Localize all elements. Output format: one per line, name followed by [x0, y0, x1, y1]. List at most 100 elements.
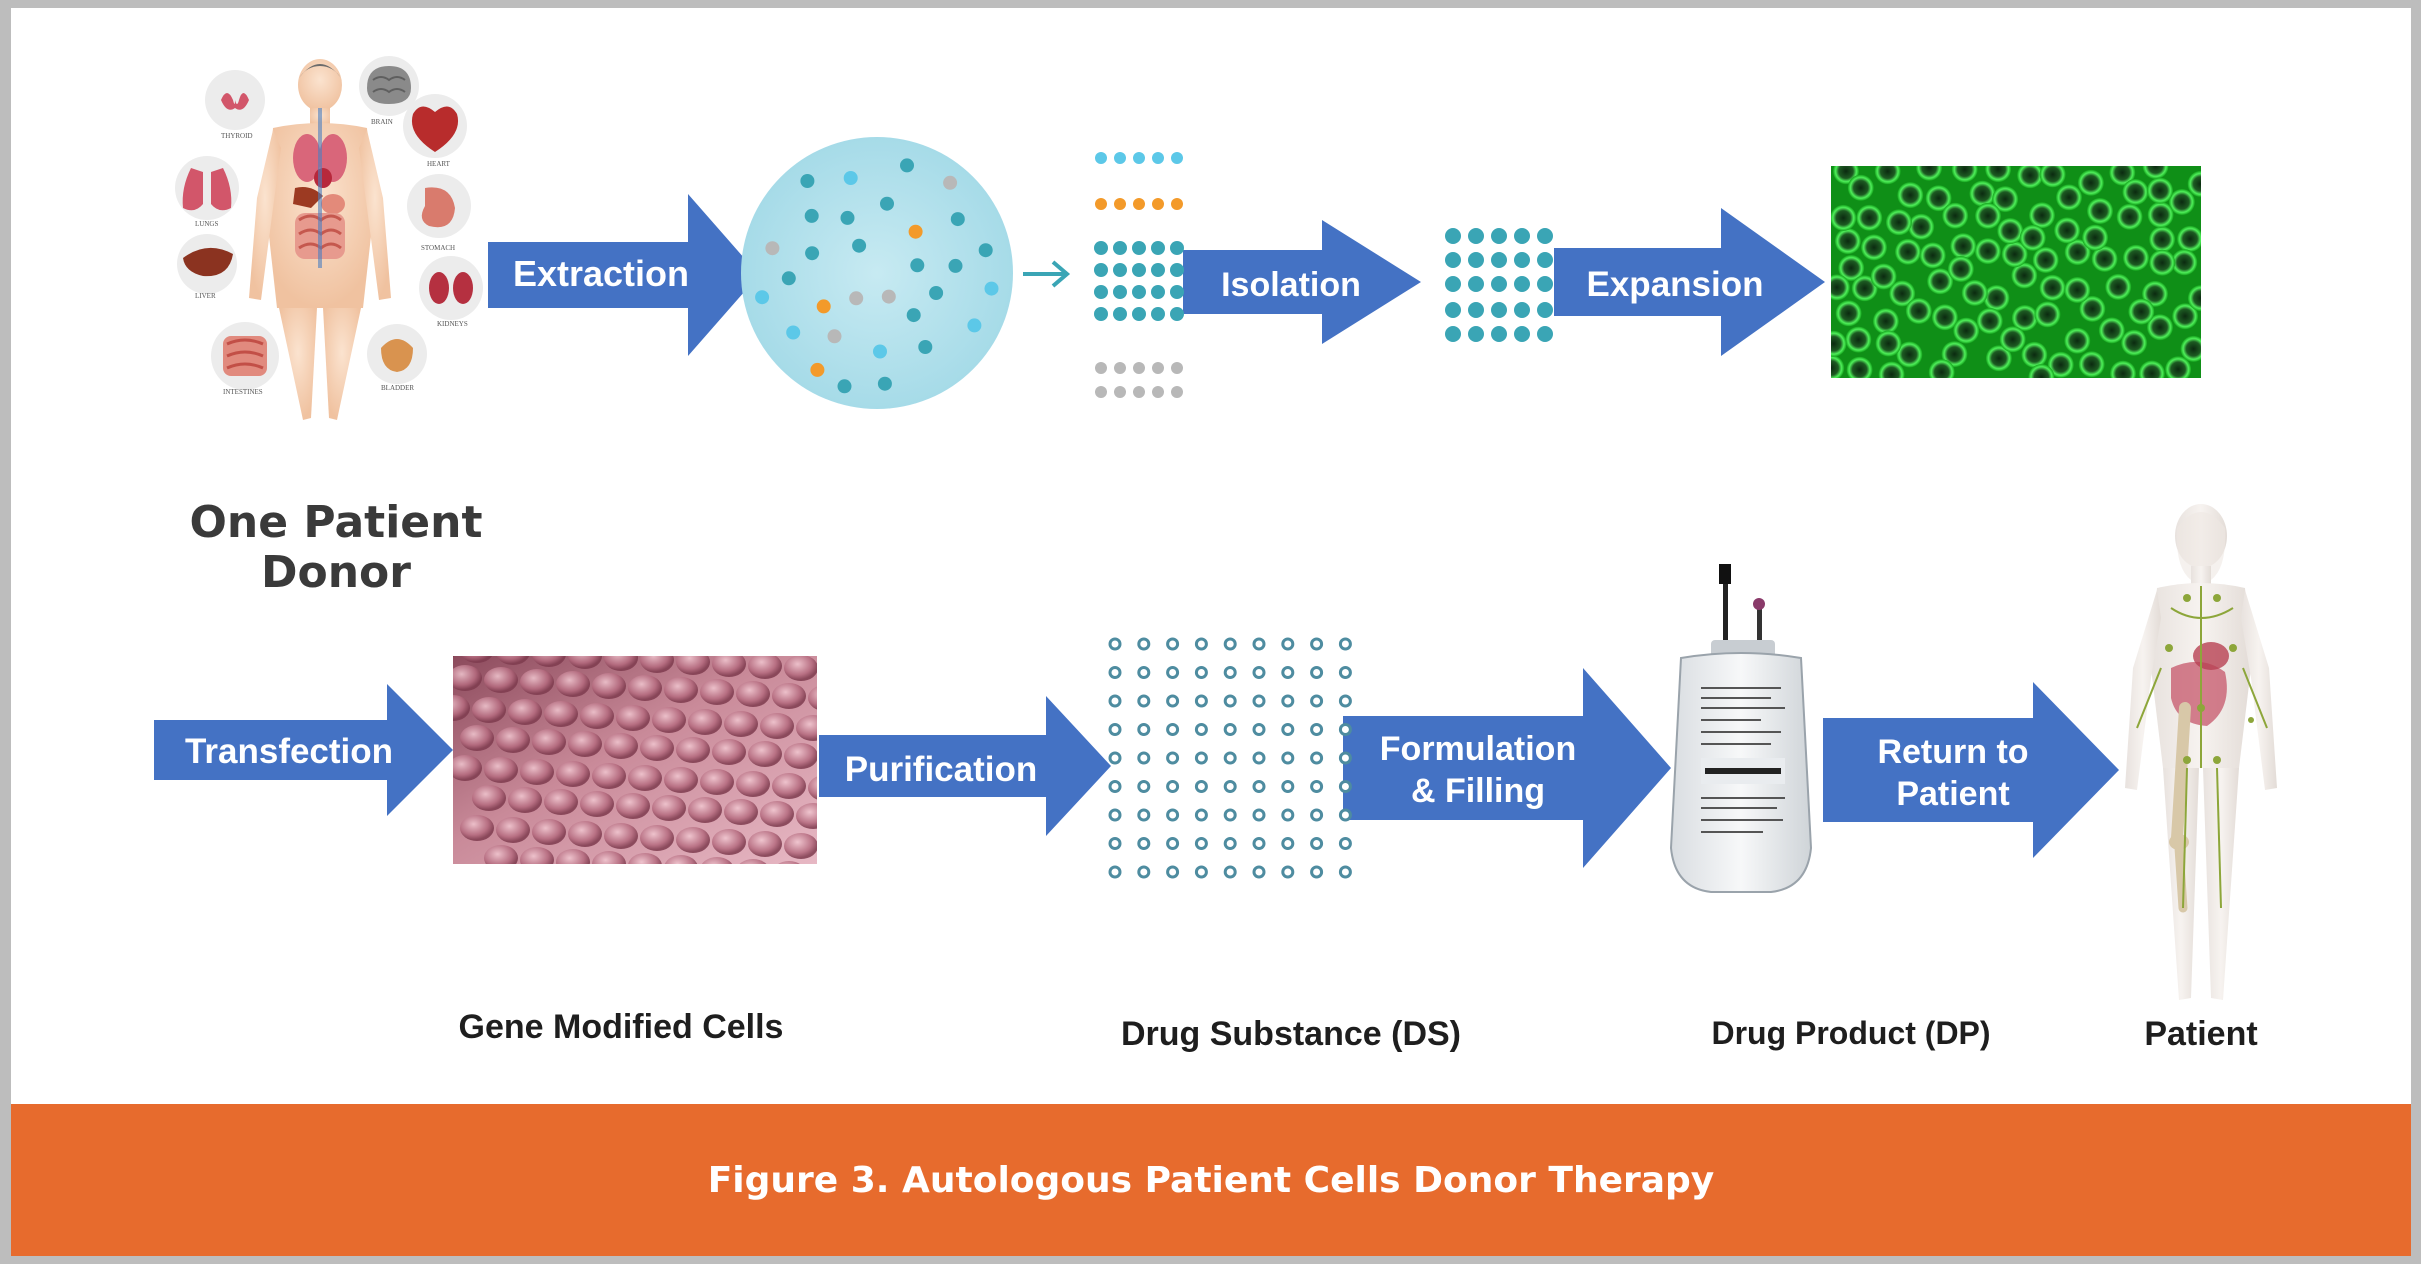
- patient-caption: Patient: [2144, 1015, 2258, 1053]
- sorted-cell-dot: [1171, 362, 1183, 374]
- drug-substance-dot: [1223, 751, 1237, 765]
- drug-substance-dot: [1194, 637, 1208, 651]
- tissue-cell: [580, 703, 614, 729]
- drug-substance-dot: [1310, 637, 1324, 651]
- liver-icon: [177, 234, 237, 294]
- tissue-cell: [616, 705, 650, 731]
- isolated-cell-dot: [1491, 326, 1507, 342]
- tissue-cell: [472, 697, 506, 723]
- drug-substance-dot: [1223, 637, 1237, 651]
- cell-dot: [910, 258, 925, 273]
- expanded-cell: [1905, 298, 1932, 324]
- drug-substance-dot: [1281, 780, 1295, 793]
- isolated-cell-dot: [1468, 276, 1484, 292]
- tissue-cell: [520, 847, 554, 864]
- expanded-cell: [2032, 247, 2059, 273]
- cell-mixture-circle: [741, 137, 1013, 409]
- drug-substance-dot: [1194, 780, 1208, 793]
- expanded-cell: [2116, 203, 2143, 230]
- drug-substance-dot: [1252, 666, 1266, 679]
- isolated-cell-dot: [1514, 326, 1530, 342]
- drug-substance-dot: [1108, 666, 1122, 679]
- tissue-cell: [592, 763, 626, 789]
- process-diagram: THYROID BRAIN HEART LUNGS STOMACH LIVER …: [154, 56, 2277, 1000]
- drug-substance-dot: [1310, 865, 1324, 879]
- expanded-cell: [1927, 268, 1954, 295]
- thyroid-icon: [205, 70, 265, 130]
- cell-dot: [765, 241, 780, 256]
- expanded-cell: [1831, 204, 1857, 231]
- isolated-cell-dot: [1537, 276, 1553, 292]
- tissue-cell: [784, 656, 817, 681]
- expanded-cell: [2110, 360, 2136, 378]
- tissue-cell: [461, 656, 493, 663]
- expanded-cell: [2147, 314, 2173, 341]
- intestines-icon: [211, 322, 279, 390]
- transfection-arrow: Transfection: [154, 684, 453, 816]
- expanded-cell: [2147, 201, 2174, 228]
- tissue-cell: [676, 737, 710, 763]
- tissue-cell: [568, 656, 602, 669]
- expansion-label: Expansion: [1587, 265, 1764, 304]
- drug-substance-dot: [1194, 808, 1208, 822]
- cell-dot: [805, 246, 820, 261]
- expanded-cell: [1861, 234, 1887, 261]
- cell-dot: [781, 271, 796, 286]
- tissue-cell: [700, 769, 734, 795]
- expanded-cell: [1856, 204, 1883, 231]
- expanded-cell: [1838, 255, 1865, 281]
- expanded-cell: [2064, 327, 2091, 354]
- tissue-cell: [796, 715, 817, 741]
- expanded-cell: [2082, 224, 2109, 251]
- heart-icon: [403, 94, 467, 158]
- figure-frame: THYROID BRAIN HEART LUNGS STOMACH LIVER …: [11, 8, 2411, 1256]
- donor-body-illustration: [249, 59, 391, 420]
- organ-label-bladder: BLADDER: [381, 384, 414, 392]
- tissue-cell: [652, 707, 686, 733]
- organ-label-liver: LIVER: [195, 292, 216, 300]
- tissue-cell: [640, 735, 674, 761]
- tissue-cell: [778, 861, 800, 864]
- sorted-cell-dot: [1113, 307, 1127, 321]
- tissue-cell: [856, 837, 890, 863]
- expanded-cell: [1831, 330, 1847, 357]
- tissue-cell: [544, 701, 578, 727]
- expanded-cell: [1834, 228, 1861, 255]
- drug-substance-dot: [1223, 666, 1237, 679]
- tissue-cell: [739, 859, 767, 864]
- sorted-cell-dot: [1132, 263, 1146, 277]
- sorted-cell-dot: [1151, 285, 1165, 299]
- tissue-cell: [724, 711, 758, 737]
- isolated-cell-dot: [1468, 228, 1484, 244]
- donor-label-line1: One Patient: [189, 497, 483, 548]
- tissue-cell: [688, 797, 722, 823]
- expanded-cell: [2187, 285, 2201, 312]
- expanded-cell: [2149, 249, 2176, 276]
- tissue-cell: [664, 677, 698, 703]
- tissue-cell: [484, 757, 518, 783]
- brain-icon: [359, 56, 419, 116]
- expanded-cell: [1974, 238, 2001, 265]
- tissue-cell: [628, 853, 662, 864]
- cell-dot: [918, 340, 933, 354]
- tissue-cell: [484, 845, 518, 864]
- tissue-cell: [796, 803, 817, 829]
- cell-dot: [877, 376, 892, 391]
- sorted-cell-dot: [1171, 152, 1183, 164]
- expanded-cell: [2001, 241, 2028, 268]
- sorted-cell-dot: [1133, 152, 1145, 164]
- tissue-cell: [568, 821, 602, 847]
- sorted-cell-dot: [1114, 198, 1126, 210]
- expanded-cell: [2105, 273, 2132, 300]
- isolated-cell-dot: [1468, 302, 1484, 318]
- tissue-cell: [760, 713, 794, 739]
- isolated-cell-dot: [1514, 302, 1530, 318]
- cell-dot: [827, 329, 842, 344]
- stomach-icon: [407, 174, 471, 238]
- drug-substance-dot: [1281, 637, 1295, 651]
- drug-substance-dot: [1310, 723, 1324, 736]
- isolated-cell-dot: [1445, 302, 1461, 318]
- expanded-cell: [1919, 242, 1946, 269]
- tissue-cell: [748, 656, 782, 679]
- sorted-cell-dot: [1114, 362, 1126, 374]
